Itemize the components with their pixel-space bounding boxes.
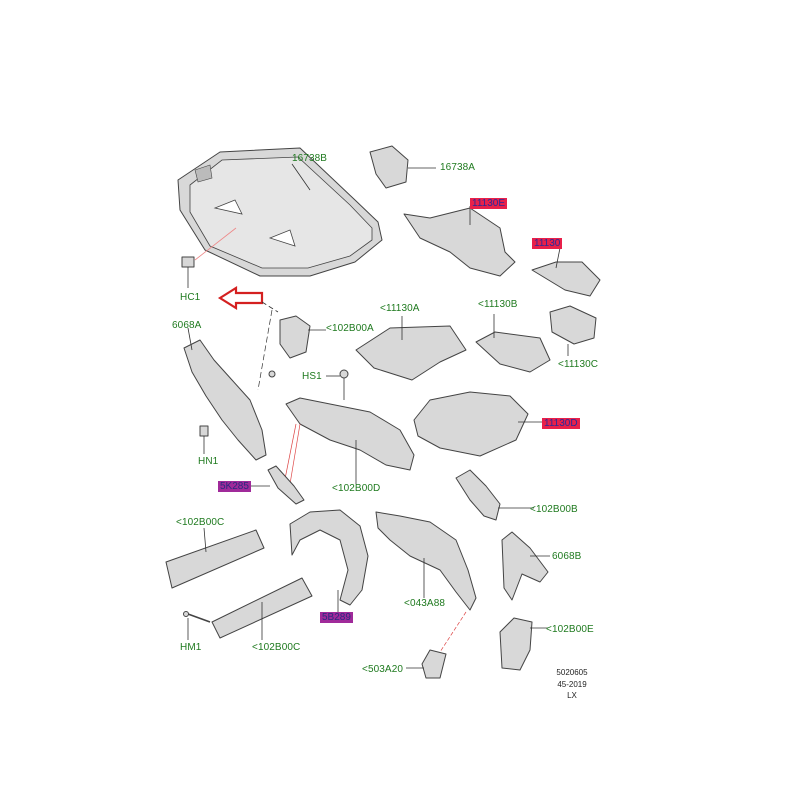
label-16738B[interactable]: 16738B bbox=[292, 153, 328, 164]
label-11130B[interactable]: <11130B bbox=[478, 299, 518, 310]
label-102B00D[interactable]: <102B00D bbox=[332, 483, 381, 494]
part-043A88 bbox=[375, 511, 477, 611]
reference-number: 5020605 bbox=[556, 668, 588, 677]
part-5B289 bbox=[289, 509, 369, 612]
part-5K285 bbox=[250, 465, 305, 505]
part-102B00A bbox=[279, 315, 326, 359]
part-11130A bbox=[355, 316, 467, 381]
label-043A88[interactable]: <043A88 bbox=[404, 598, 446, 609]
label-HN1[interactable]: HN1 bbox=[198, 456, 219, 467]
label-11130E[interactable]: 11130E bbox=[470, 198, 507, 209]
label-HC1[interactable]: HC1 bbox=[180, 292, 201, 303]
reference-model: LX bbox=[567, 691, 577, 700]
label-5K285[interactable]: 5K285 bbox=[218, 481, 251, 492]
label-102B00A[interactable]: <102B00A bbox=[326, 323, 374, 334]
label-102B00E[interactable]: <102B00E bbox=[546, 624, 594, 635]
label-11130[interactable]: 11130 bbox=[532, 238, 563, 249]
label-5B289[interactable]: 5B289 bbox=[320, 612, 353, 623]
part-503A20 bbox=[406, 649, 447, 679]
label-102B00C-lower[interactable]: <102B00C bbox=[252, 642, 301, 653]
label-HS1[interactable]: HS1 bbox=[302, 371, 322, 382]
part-102B00C-upper bbox=[165, 527, 265, 589]
label-16738A[interactable]: 16738A bbox=[440, 162, 476, 173]
label-503A20[interactable]: <503A20 bbox=[362, 664, 404, 675]
part-16738A bbox=[369, 145, 436, 189]
reference-date: 45-2019 bbox=[557, 680, 587, 689]
part-6068A bbox=[183, 327, 267, 461]
label-6068B[interactable]: 6068B bbox=[552, 551, 582, 562]
part-11130B bbox=[475, 314, 551, 373]
part-11130D bbox=[413, 391, 544, 457]
label-102B00B[interactable]: <102B00B bbox=[530, 504, 578, 515]
label-102B00C-upper[interactable]: <102B00C bbox=[176, 517, 225, 528]
bolt-hs1-part bbox=[268, 369, 349, 400]
label-11130A[interactable]: <11130A bbox=[380, 303, 420, 314]
clip-hc1-part bbox=[181, 256, 195, 288]
part-102B00B bbox=[455, 469, 534, 521]
arrow-left-outline-icon bbox=[217, 286, 264, 310]
part-11130E bbox=[403, 206, 516, 277]
part-102B00D bbox=[285, 397, 415, 484]
part-102B00E bbox=[499, 617, 548, 671]
label-6068A[interactable]: 6068A bbox=[172, 320, 202, 331]
hood-insulator-part bbox=[177, 147, 383, 277]
label-11130D[interactable]: 11130D bbox=[542, 418, 580, 429]
part-11130C bbox=[549, 305, 597, 356]
part-102B00C-lower bbox=[211, 577, 313, 640]
nut-hn1-part bbox=[199, 425, 209, 454]
part-6068B bbox=[501, 531, 550, 601]
part-11130 bbox=[531, 247, 601, 297]
screw-hm1-part bbox=[183, 611, 211, 640]
label-HM1[interactable]: HM1 bbox=[180, 642, 202, 653]
label-11130C[interactable]: <11130C bbox=[558, 359, 599, 370]
